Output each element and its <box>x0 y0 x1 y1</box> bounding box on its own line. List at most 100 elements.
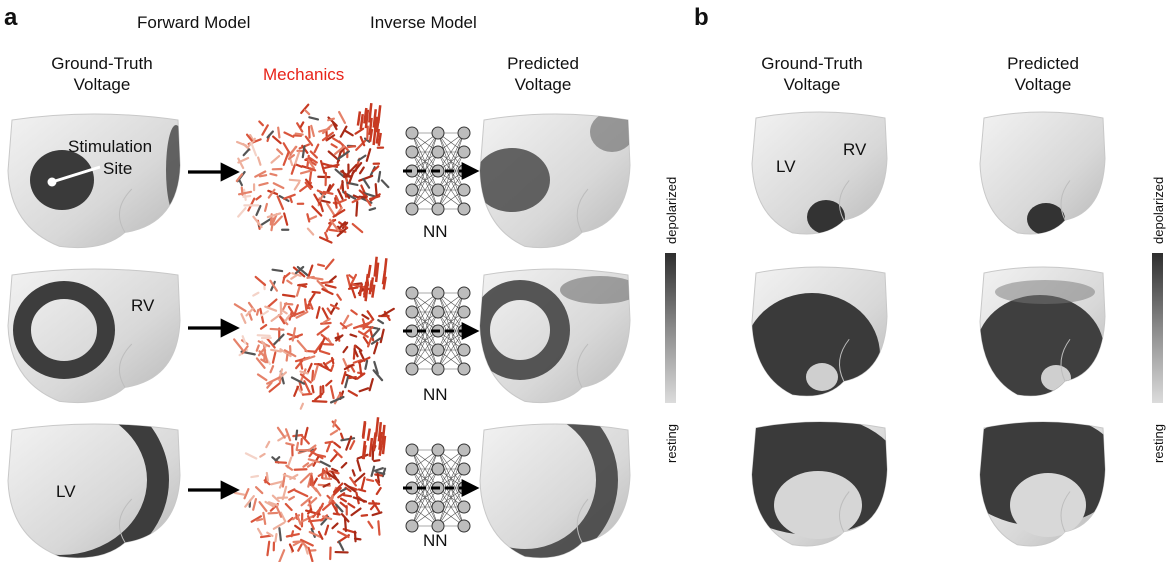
nn-edge <box>411 487 439 527</box>
mechanics-vector <box>269 172 278 177</box>
mechanics-vector <box>370 337 382 345</box>
mechanics-vector <box>342 345 349 354</box>
mechanics-vector <box>374 262 380 283</box>
mechanics-vector <box>259 323 268 330</box>
mechanics-vector <box>332 208 346 218</box>
nn-node <box>405 500 419 514</box>
mechanics-vector <box>292 433 304 438</box>
mechanics-vector <box>283 349 297 358</box>
nn-node <box>405 145 419 159</box>
inverse-model-title: Inverse Model <box>370 13 477 32</box>
mechanics-vector <box>266 376 281 385</box>
mechanics-vector <box>307 458 321 464</box>
forward-model-title: Forward Model <box>137 13 251 32</box>
mechanics-vector <box>368 195 381 201</box>
mechanics-vector <box>257 156 262 166</box>
mechanics-vector <box>372 369 384 382</box>
mechanics-vector <box>380 307 395 317</box>
nn-node <box>457 183 471 197</box>
mechanics-vector <box>255 308 260 316</box>
gt-voltage-header-b-line1: Ground-Truth <box>761 54 863 73</box>
mechanics-vector <box>317 263 326 268</box>
mechanics-vector <box>343 516 348 533</box>
mechanics-vector <box>365 148 372 162</box>
mechanics-vector <box>299 402 305 410</box>
predicted-voltage-header-a-line1: Predicted <box>507 54 579 73</box>
mechanics-vector <box>322 190 334 195</box>
mechanics-vector <box>282 314 291 325</box>
mechanics-vector <box>299 472 312 484</box>
mechanics-vector <box>294 524 302 531</box>
mechanics-vector <box>381 435 387 455</box>
ventricle-edge <box>1060 491 1071 533</box>
mechanics-vector <box>291 327 297 342</box>
mechanics-vector <box>297 283 308 287</box>
mechanics-vector <box>372 433 378 452</box>
nn-node <box>405 183 419 197</box>
mechanics-vector <box>340 461 348 469</box>
mechanics-vector <box>370 327 381 339</box>
mechanics-vector <box>353 348 359 358</box>
mechanics-vector <box>263 479 271 486</box>
mechanics-vector <box>321 124 333 135</box>
mechanics-vector <box>329 429 339 436</box>
mechanics-vector <box>324 524 330 536</box>
mechanics-vector <box>324 231 329 240</box>
mechanics-vector <box>372 126 377 146</box>
mechanics-vector <box>339 322 348 330</box>
gt-voltage-header-a-line1: Ground-Truth <box>51 54 153 73</box>
mechanics-vector <box>285 464 294 471</box>
mechanics-vector <box>307 444 317 452</box>
mechanics-vector <box>277 433 290 442</box>
heart-5 <box>479 268 631 404</box>
heart-surface <box>979 111 1106 235</box>
mechanics-vector <box>349 476 357 487</box>
heart-8 <box>751 266 888 397</box>
activation-region <box>560 276 630 304</box>
mechanics-vector <box>266 540 271 557</box>
mechanics-vector <box>276 148 284 156</box>
mechanics-vector <box>368 280 373 295</box>
mechanics-vector <box>287 153 294 167</box>
mechanics-vector <box>371 284 376 298</box>
nn-node <box>457 145 471 159</box>
mechanics-vector <box>330 501 339 515</box>
mechanics-vector <box>343 314 350 325</box>
mechanics-vector <box>346 163 358 176</box>
ventricle-edge <box>576 498 589 543</box>
mechanics-vector <box>347 389 359 397</box>
mechanics-vector <box>269 327 285 331</box>
mechanics-vector <box>378 443 383 456</box>
mechanics-vector <box>361 313 370 320</box>
mechanics-vector <box>357 154 367 162</box>
ventricle-edge <box>1060 338 1071 382</box>
stimulation-label-line2: Site <box>103 159 133 178</box>
mechanics-vector <box>337 150 350 161</box>
mechanics-vector <box>270 312 283 322</box>
nn-node <box>405 362 419 376</box>
mechanics-vector <box>378 431 383 450</box>
mechanics-vector <box>283 302 294 306</box>
mechanics-vector <box>343 482 357 493</box>
mechanics-vector <box>303 380 311 394</box>
nn-edge <box>411 170 439 210</box>
nn-node <box>405 519 419 533</box>
mechanics-vector <box>306 275 315 279</box>
mechanics-vector <box>281 293 296 298</box>
stimulation-pointer <box>51 165 101 184</box>
mechanics-vector <box>259 534 272 539</box>
ventricle-edge <box>118 343 133 388</box>
mechanics-vector <box>348 375 357 380</box>
mechanics-vector <box>339 487 347 493</box>
mechanics-vector <box>337 492 346 499</box>
mechanics-vector <box>272 333 285 346</box>
mechanics-vector <box>330 356 335 365</box>
mechanics-vector <box>265 471 270 482</box>
mechanics-vector <box>362 445 367 460</box>
mechanics-vector <box>322 361 329 370</box>
mechanics-vector <box>366 310 375 321</box>
nn-node <box>457 519 471 533</box>
mechanics-vector <box>250 474 260 479</box>
mechanics-vector <box>311 205 323 217</box>
mechanics-vector <box>372 165 380 173</box>
